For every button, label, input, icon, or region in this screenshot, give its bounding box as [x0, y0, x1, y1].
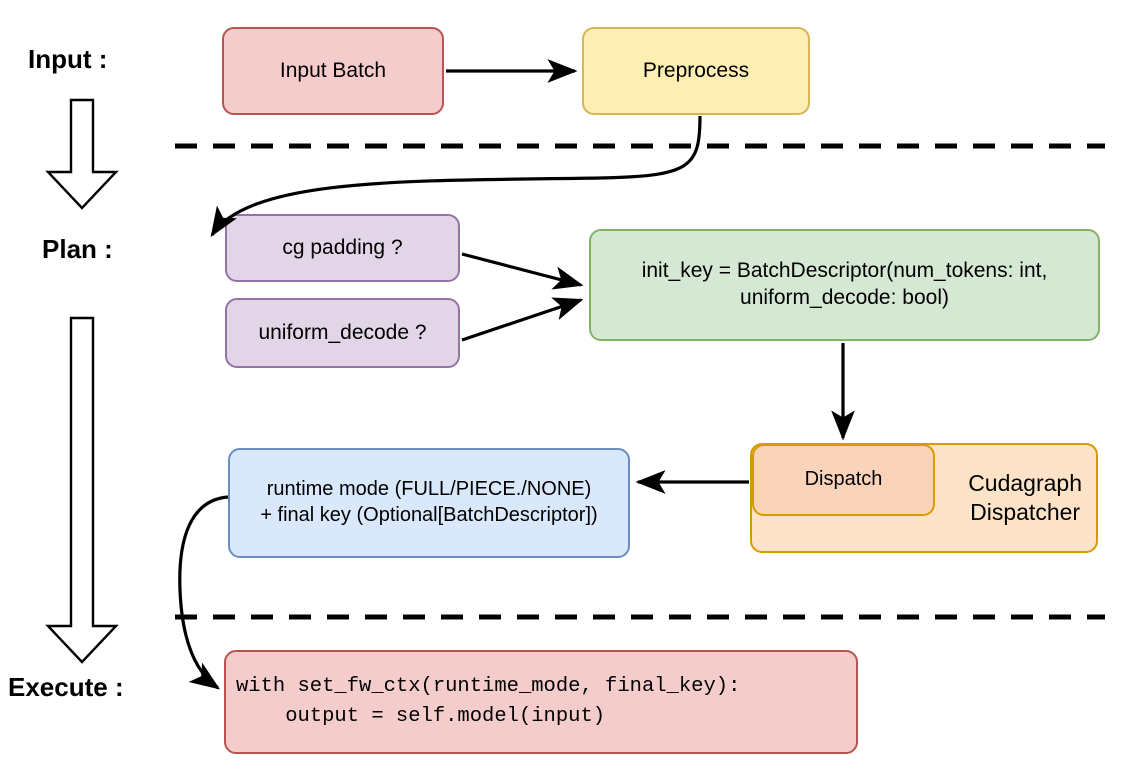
node-runtime-mode[interactable]: runtime mode (FULL/PIECE./NONE) + final …	[228, 448, 630, 558]
node-execute-code-text: with set_fw_ctx(runtime_mode, final_key)…	[236, 675, 741, 728]
node-preprocess-label: Preprocess	[642, 58, 750, 82]
connector-runtime-mode-to-execute-code	[178, 495, 229, 690]
node-runtime-mode-label: runtime mode (FULL/PIECE./NONE) + final …	[260, 478, 598, 526]
connector-uniform-decode-to-init-key	[461, 297, 584, 342]
node-preprocess[interactable]: Preprocess	[582, 27, 810, 115]
node-cudagraph-dispatcher-label: Cudagraph Dispatcher	[968, 469, 1082, 525]
node-dispatch-label: Dispatch	[804, 468, 883, 491]
node-init-key[interactable]: init_key = BatchDescriptor(num_tokens: i…	[589, 229, 1100, 341]
connector-cg-padding-to-init-key	[461, 252, 584, 290]
node-cg-padding-label: cg padding ?	[282, 235, 403, 259]
stage-label-execute: Execute :	[8, 672, 124, 702]
node-init-key-label: init_key = BatchDescriptor(num_tokens: i…	[641, 259, 1048, 309]
stage-label-input: Input :	[28, 44, 108, 74]
node-dispatch[interactable]: Dispatch	[752, 444, 935, 516]
stage-label-plan: Plan :	[42, 234, 113, 264]
plan-to-execute-arrow	[45, 316, 119, 664]
node-cg-padding[interactable]: cg padding ?	[225, 214, 460, 282]
node-uniform-decode[interactable]: uniform_decode ?	[225, 298, 460, 368]
node-uniform-decode-label: uniform_decode ?	[258, 320, 427, 344]
node-input-batch[interactable]: Input Batch	[222, 27, 444, 115]
node-input-batch-label: Input Batch	[279, 58, 387, 82]
input-to-plan-arrow	[45, 98, 119, 210]
node-execute-code[interactable]: with set_fw_ctx(runtime_mode, final_key)…	[224, 650, 858, 754]
